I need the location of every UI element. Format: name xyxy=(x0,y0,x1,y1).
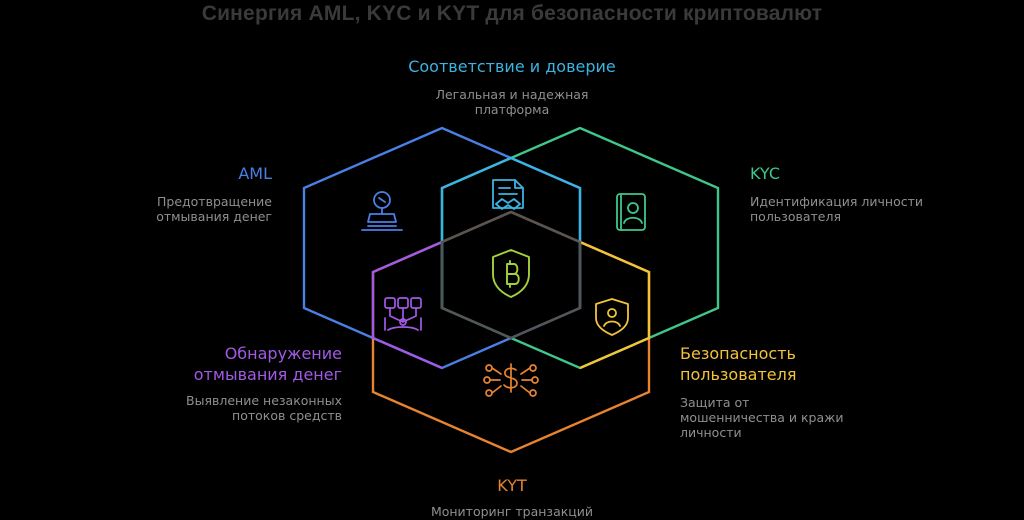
stamp-icon xyxy=(361,191,403,231)
detection-description-line2: потоков средств xyxy=(232,408,342,423)
kyc-description-line1: Идентификация личности xyxy=(750,194,924,209)
safety-description-line3: личности xyxy=(680,425,742,440)
safety-description-line2: мошенничества и кражи xyxy=(680,410,844,425)
aml-description-line2: отмывания денег xyxy=(156,209,272,224)
compliance-description-line2: платформа xyxy=(474,102,550,117)
compliance-description-line1: Легальная и надежная xyxy=(435,87,589,102)
safety-description-line1: Защита от xyxy=(680,395,750,410)
aml-description-line1: Предотвращение xyxy=(156,194,272,209)
kyt-heading: KYT xyxy=(497,476,527,495)
center-hexagon xyxy=(440,210,582,340)
kyc-heading: KYC xyxy=(750,164,780,183)
kyt-description-line1: Мониторинг транзакций xyxy=(430,504,594,519)
safety-heading-line2: пользователя xyxy=(680,365,797,384)
dollar-network-icon xyxy=(483,363,539,397)
compliance-region-outline xyxy=(440,156,582,308)
bitcoin-shield-icon xyxy=(492,249,530,298)
detection-heading-line2: отмывания денег xyxy=(193,365,342,384)
detection-heading-line1: Обнаружение xyxy=(224,344,342,363)
detection-region-outline xyxy=(371,240,443,370)
id-card-icon xyxy=(616,193,646,231)
money-flow-icon xyxy=(384,297,422,331)
safety-heading-line1: Безопасность xyxy=(680,344,796,363)
detection-description-line1: Выявление незаконных xyxy=(186,393,342,408)
kyc-description-line2: пользователя xyxy=(750,209,841,224)
compliance-heading: Соответствие и доверие xyxy=(408,57,616,76)
aml-heading: AML xyxy=(238,164,272,183)
safety-region-outline xyxy=(579,240,651,370)
page-title: Синергия AML, KYC и KYT для безопасности… xyxy=(201,2,823,25)
shield-user-icon xyxy=(595,298,629,336)
document-handshake-icon xyxy=(492,179,524,210)
